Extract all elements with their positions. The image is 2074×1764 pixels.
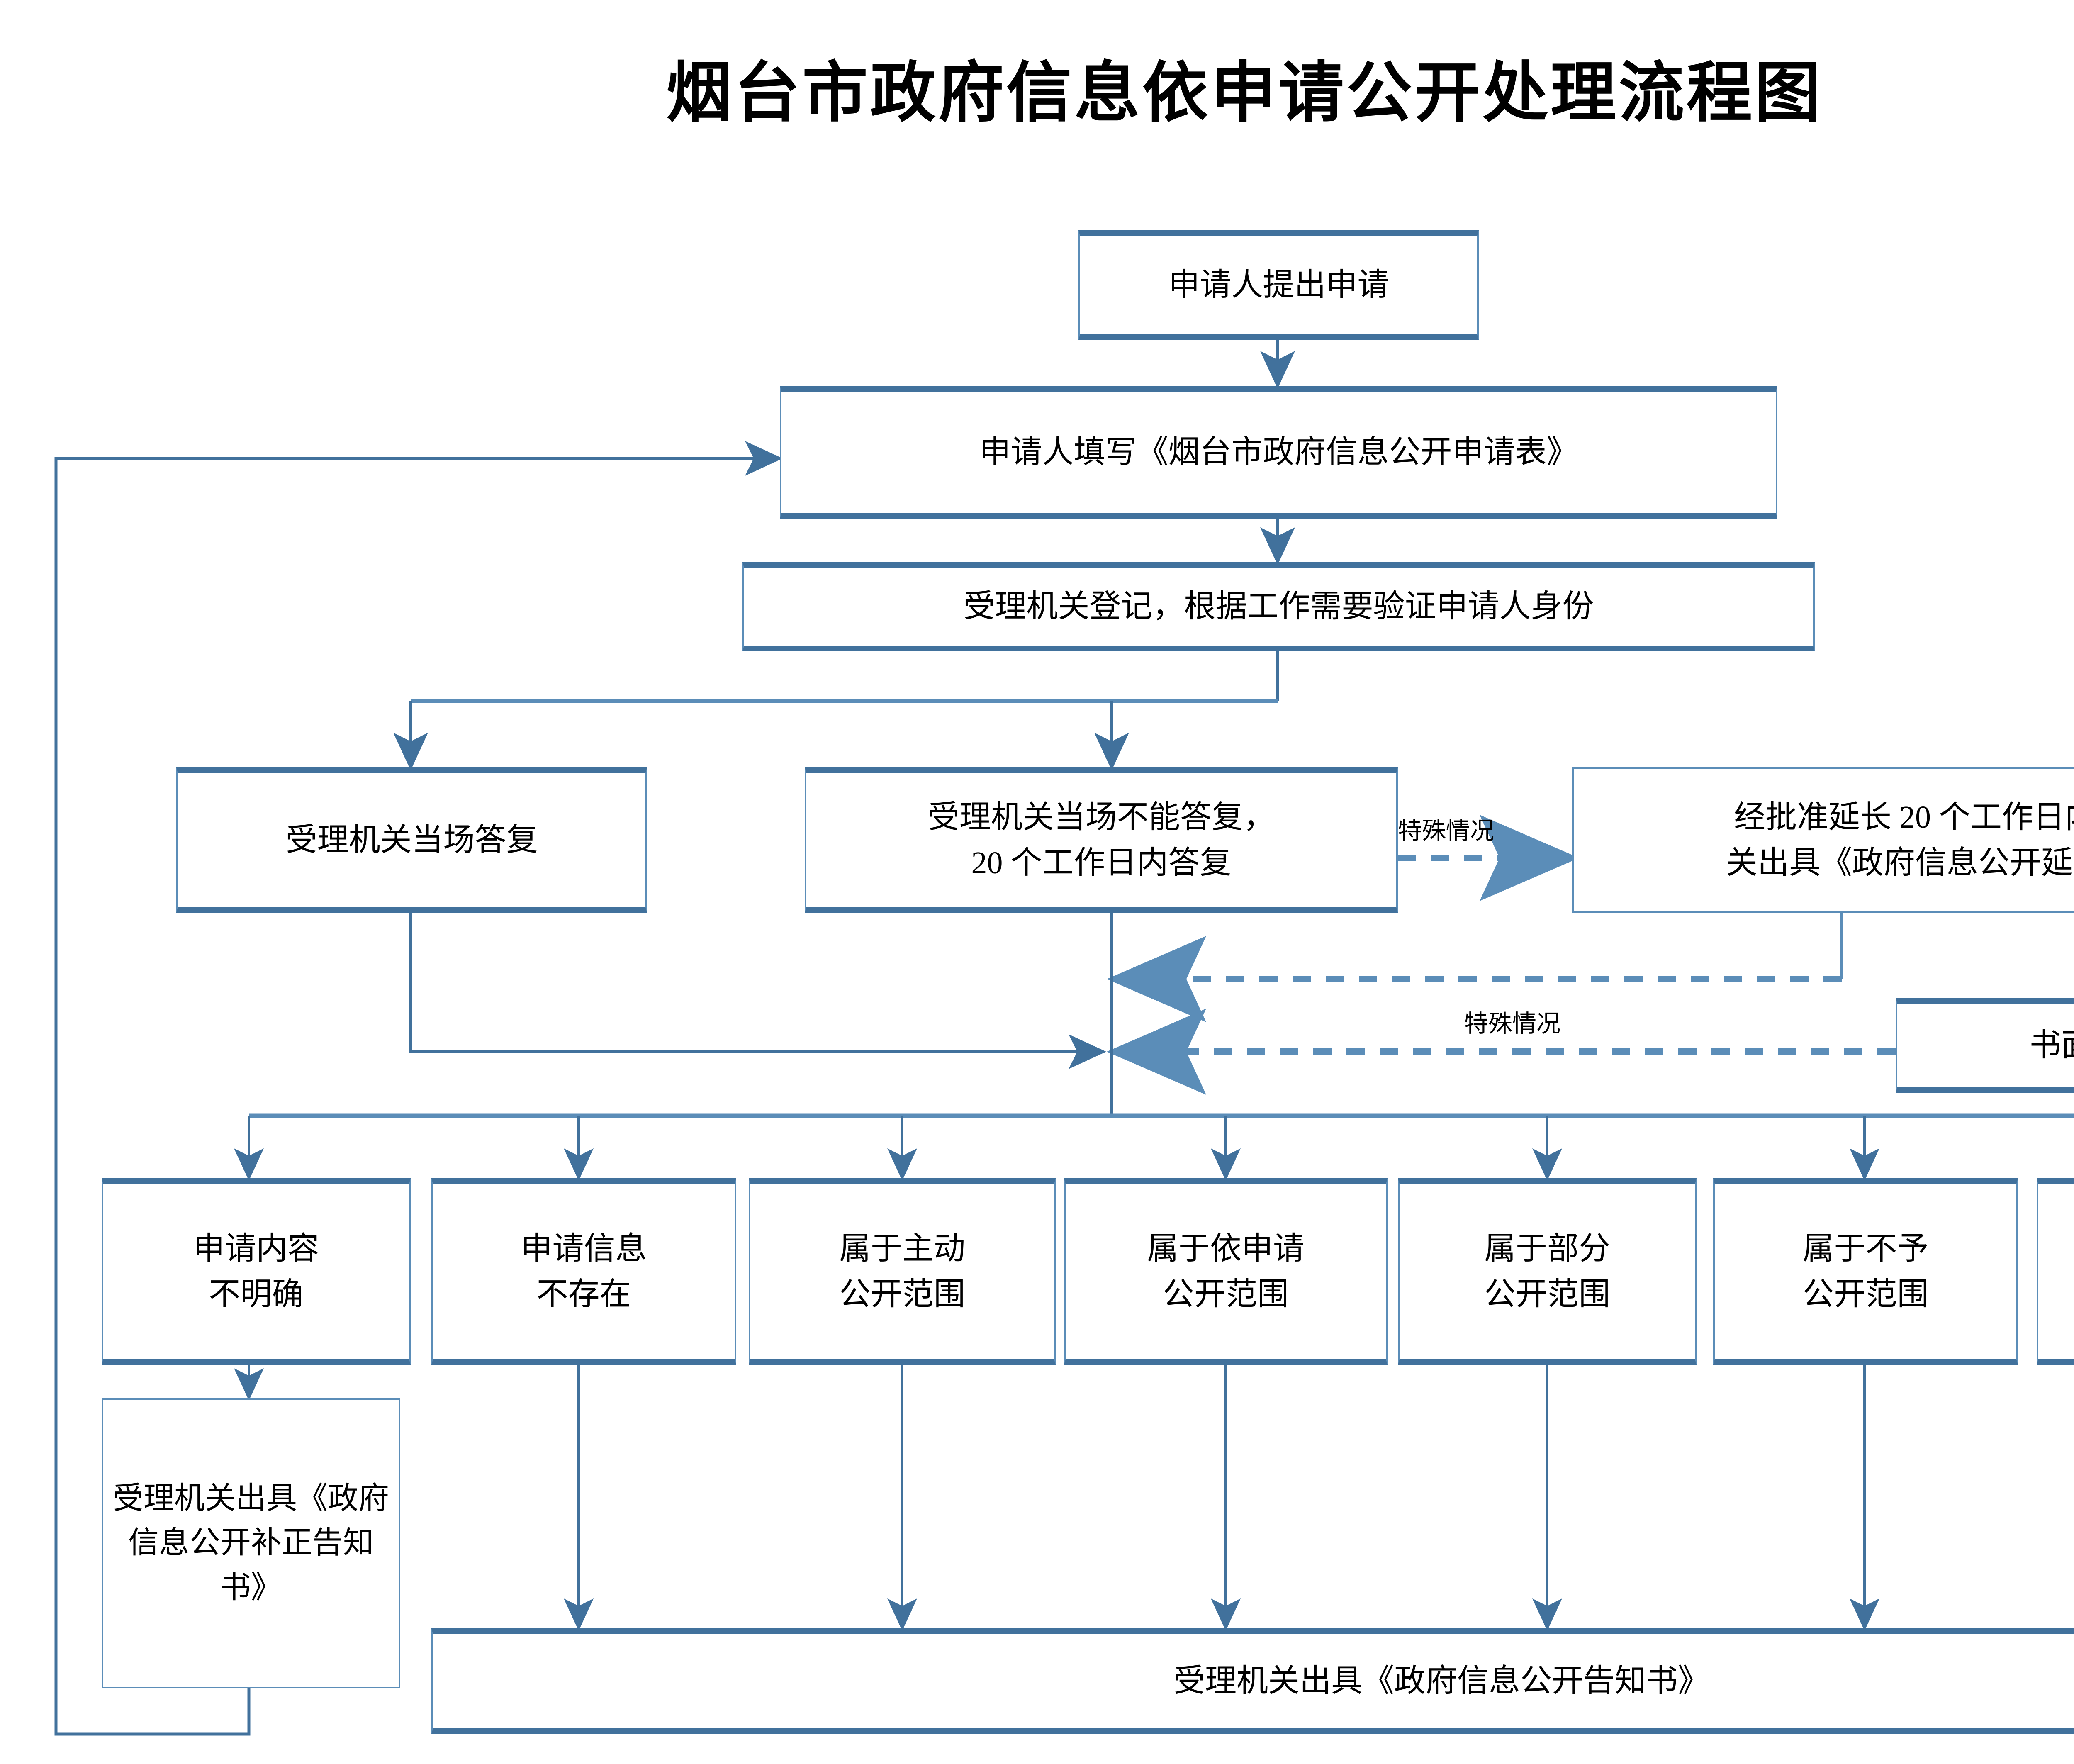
node-category-unclear-line1: 申请内容 (193, 1231, 319, 1266)
node-disclosure-notice[interactable]: 受理机关出具《政府信息公开告知书》 (431, 1628, 2074, 1734)
connector-onsite-to-column (409, 913, 1106, 1069)
node-category-unclear-line2: 不明确 (209, 1277, 304, 1312)
node-category-partial-line1: 属于部分 (1484, 1231, 1610, 1266)
node-answer-20days-line1: 受理机关当场不能答复， (928, 799, 1275, 835)
node-category-unclear[interactable]: 申请内容 不明确 (102, 1178, 411, 1365)
node-category-partial[interactable]: 属于部分 公开范围 (1398, 1178, 1697, 1365)
node-register-label: 受理机关登记，根据工作需要验证申请人身份 (963, 589, 1594, 624)
node-third-party-opinion[interactable]: 书面征求第三方意见 (1896, 998, 2074, 1093)
node-correction-notice-label: 受理机关出具《政府信息公开补正告知书》 (113, 1481, 389, 1605)
node-category-refused[interactable]: 属于不予 公开范围 (1713, 1178, 2018, 1365)
node-answer-20days[interactable]: 受理机关当场不能答复， 20 个工作日内答复 (805, 767, 1398, 913)
node-category-refused-line2: 公开范围 (1802, 1277, 1929, 1312)
node-category-proactive-line2: 公开范围 (839, 1277, 965, 1312)
node-register[interactable]: 受理机关登记，根据工作需要验证申请人身份 (742, 562, 1815, 651)
node-category-not-exist[interactable]: 申请信息 不存在 (431, 1178, 736, 1365)
node-answer-onsite-label: 受理机关当场答复 (285, 822, 538, 858)
node-correction-notice[interactable]: 受理机关出具《政府信息公开补正告知书》 (102, 1398, 400, 1688)
node-category-on-request-line2: 公开范围 (1163, 1277, 1289, 1312)
node-extend-20days[interactable]: 经批准延长 20 个工作日内答复，受理机 关出具《政府信息公开延期答复告知书》 (1572, 767, 2074, 913)
node-category-not-exist-line2: 不存在 (536, 1277, 631, 1312)
node-extend-20days-line2: 关出具《政府信息公开延期答复告知书》 (1726, 845, 2074, 880)
node-category-not-held[interactable]: 不属于受理机关 掌握范围 (2037, 1178, 2074, 1365)
node-category-on-request[interactable]: 属于依申请 公开范围 (1064, 1178, 1388, 1365)
node-answer-onsite[interactable]: 受理机关当场答复 (176, 767, 647, 913)
node-category-proactive[interactable]: 属于主动 公开范围 (749, 1178, 1056, 1365)
node-disclosure-notice-label: 受理机关出具《政府信息公开告知书》 (1173, 1664, 1709, 1699)
edge-label-special-case-2: 特殊情况 (1464, 1010, 1561, 1037)
node-category-on-request-line1: 属于依申请 (1147, 1231, 1305, 1266)
node-extend-20days-line1: 经批准延长 20 个工作日内答复，受理机 (1734, 799, 2074, 835)
node-apply-label: 申请人提出申请 (1168, 268, 1389, 303)
node-category-proactive-line1: 属于主动 (839, 1231, 965, 1266)
node-third-party-opinion-label: 书面征求第三方意见 (2030, 1028, 2074, 1063)
node-fill-form-label: 申请人填写《烟台市政府信息公开申请表》 (979, 434, 1578, 470)
node-category-not-exist-line1: 申请信息 (521, 1231, 647, 1266)
node-answer-20days-line2: 20 个工作日内答复 (971, 845, 1232, 880)
page-title: 烟台市政府信息依申请公开处理流程图 (666, 57, 1823, 130)
node-category-partial-line2: 公开范围 (1484, 1277, 1610, 1312)
node-apply[interactable]: 申请人提出申请 (1078, 230, 1479, 340)
node-category-refused-line1: 属于不予 (1802, 1231, 1929, 1266)
node-fill-form[interactable]: 申请人填写《烟台市政府信息公开申请表》 (780, 386, 1777, 519)
edge-label-special-case-1: 特殊情况 (1398, 817, 1495, 844)
